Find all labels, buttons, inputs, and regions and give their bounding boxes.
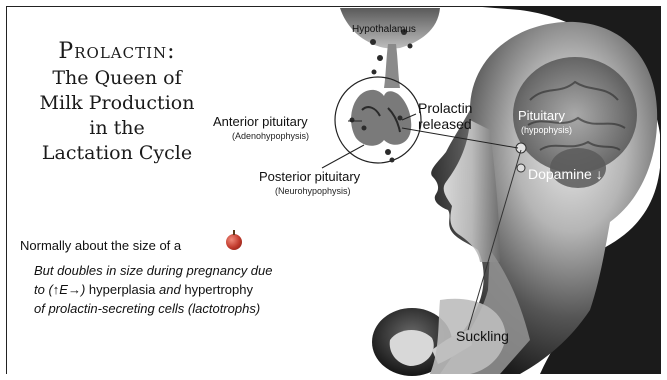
- detail-line-2: to (↑E→) hyperplasia and hypertrophy: [34, 280, 334, 299]
- detail-hyperplasia: hyperplasia: [89, 282, 159, 297]
- apple-icon: [226, 234, 242, 250]
- label-pituitary: Pituitary: [518, 108, 565, 123]
- estrogen-up-arrow-icon: ↑E→: [53, 282, 81, 297]
- label-dopamine: Dopamine ↓: [528, 166, 603, 182]
- title-line-1: Prolactin:: [22, 38, 212, 66]
- detail-line-1: But doubles in size during pregnancy due: [34, 261, 334, 280]
- label-neurohypophysis: (Neurohypophysis): [275, 186, 351, 196]
- title-line-3: Milk Production: [22, 91, 212, 116]
- detail-and: and: [159, 282, 184, 297]
- slide-title: Prolactin: The Queen of Milk Production …: [22, 38, 212, 166]
- detail-2a: to (: [34, 282, 53, 297]
- label-suckling: Suckling: [456, 328, 509, 344]
- detail-line-3: of prolactin-secreting cells (lactotroph…: [34, 299, 334, 318]
- label-anterior-pituitary: Anterior pituitary: [213, 114, 308, 129]
- dopamine-down-arrow-icon: ↓: [596, 166, 603, 182]
- title-line-4: in the: [22, 116, 212, 141]
- detail-2c: ): [81, 282, 89, 297]
- label-released: released: [418, 116, 472, 132]
- posterior-pointer: [322, 145, 364, 168]
- label-adenohypophysis: (Adenohypophysis): [232, 131, 309, 141]
- detail-hypertrophy: hypertrophy: [184, 282, 253, 297]
- title-line-5: Lactation Cycle: [22, 141, 212, 166]
- label-prolactin: Prolactin: [418, 100, 472, 116]
- dopamine-dot: [517, 164, 525, 172]
- pregnancy-detail: But doubles in size during pregnancy due…: [34, 261, 334, 318]
- label-hypothalamus: Hypothalamus: [352, 24, 416, 35]
- title-line-2: The Queen of: [22, 66, 212, 91]
- label-hypophysis: (hypophysis): [521, 125, 572, 135]
- dopamine-text: Dopamine: [528, 166, 592, 182]
- label-posterior-pituitary: Posterior pituitary: [259, 169, 360, 184]
- normal-size-text: Normally about the size of a: [20, 238, 181, 253]
